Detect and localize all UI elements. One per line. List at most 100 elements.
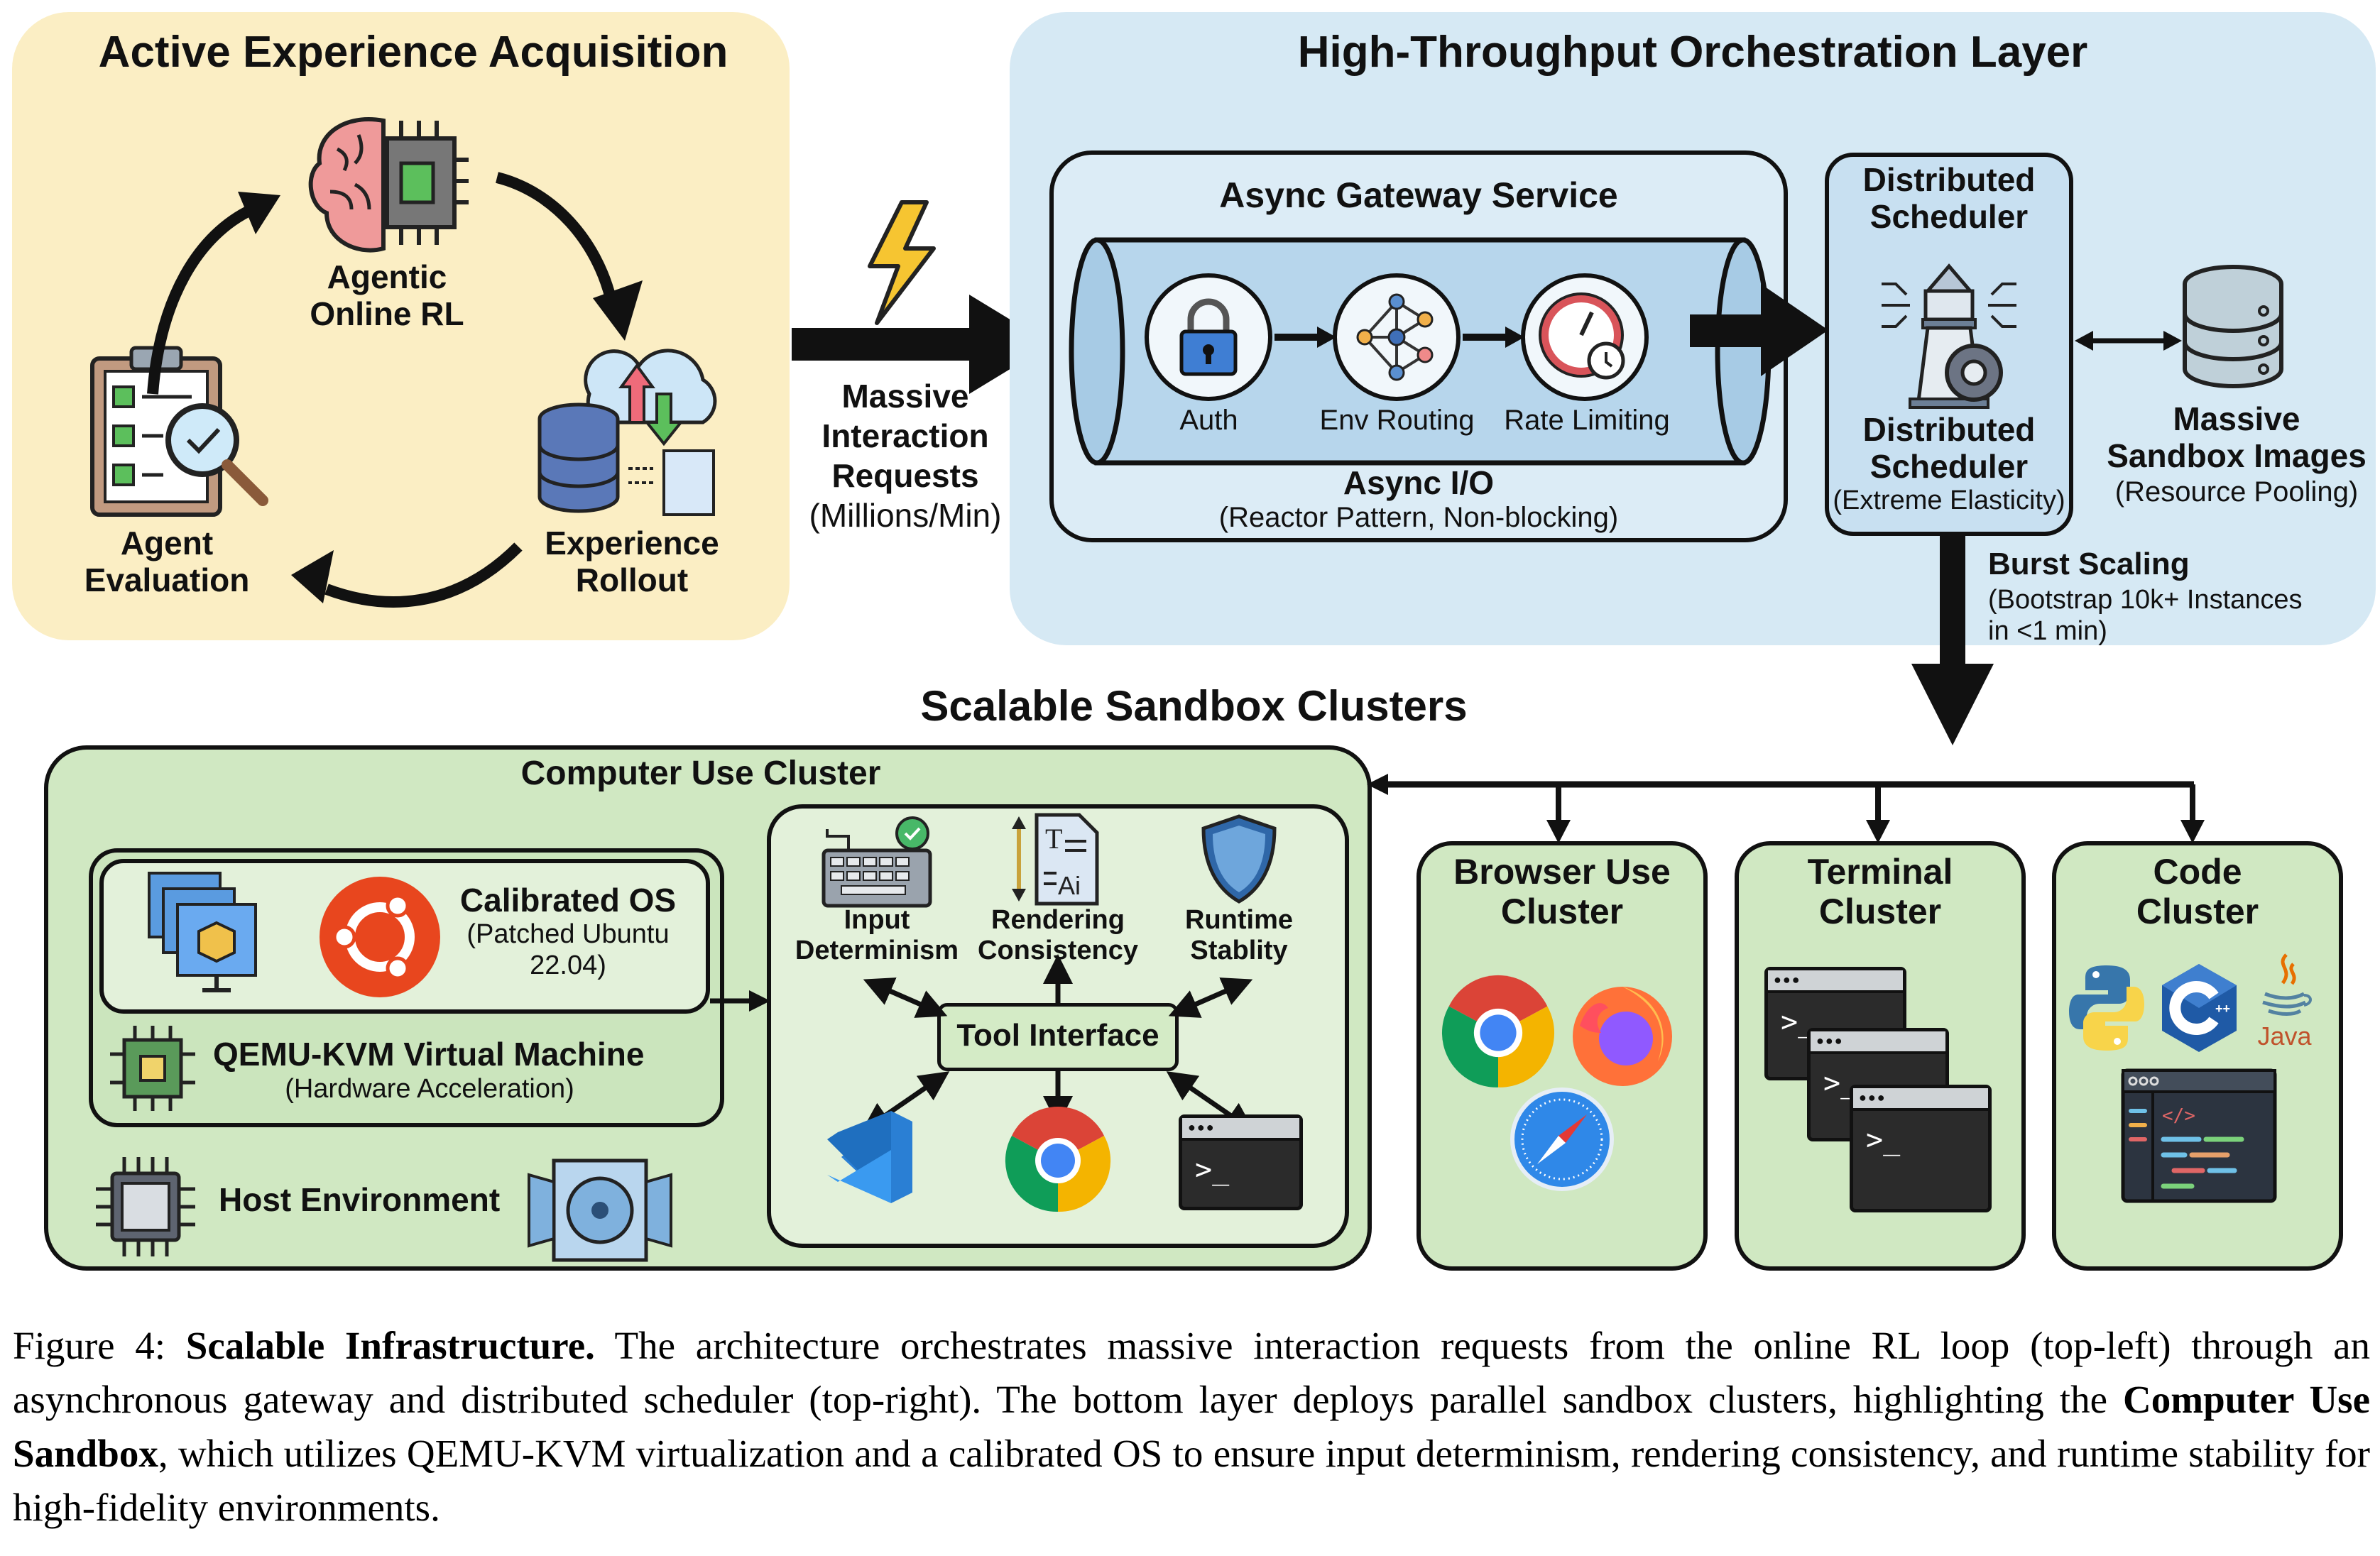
arrow-rl-to-rollout-head xyxy=(593,280,643,341)
prop0-line2: Determinism xyxy=(795,935,959,965)
lightning-icon xyxy=(868,200,936,325)
terminal-prompt: >_ xyxy=(1195,1154,1230,1186)
burst-sub-line1: (Bootstrap 10k+ Instances xyxy=(1988,585,2303,615)
terminal-1-titlebar: ●●● xyxy=(1768,970,1903,993)
arrow-rl-to-rollout xyxy=(496,172,616,300)
scheduler-bottom-label: Distributed Scheduler xyxy=(1825,411,2073,485)
orchestration-title: High-Throughput Orchestration Layer xyxy=(1297,28,2088,77)
requests-sub: (Millions/Min) xyxy=(809,497,1002,534)
agentic-online-rl-label: Agentic Online RL xyxy=(284,258,490,332)
async-gateway-title: Async Gateway Service xyxy=(1219,175,1618,215)
browser-cluster-label: Browser Use Cluster xyxy=(1416,852,1708,931)
scheduler-bottom-line2: Scheduler xyxy=(1869,447,2029,485)
chrome-icon xyxy=(1005,1106,1111,1212)
browser-line1: Browser Use xyxy=(1453,852,1671,892)
terminal-1-dots: ●●● xyxy=(1774,972,1801,987)
active-experience-title: Active Experience Acquisition xyxy=(98,28,728,77)
network-icon xyxy=(1356,293,1434,381)
rendering-consistency-label: Rendering Consistency xyxy=(969,905,1147,965)
evaluation-line2: Evaluation xyxy=(84,561,250,598)
async-io-label: Async I/O xyxy=(1343,464,1495,501)
database-cloud-icon xyxy=(537,349,717,516)
code-cluster-label: Code Cluster xyxy=(2052,852,2343,931)
burst-sub-line2: in <1 min) xyxy=(1988,615,2107,646)
firefox-icon xyxy=(1573,987,1672,1086)
calibrated-os-title: Calibrated OS xyxy=(459,882,677,919)
code-editor-icon: </> xyxy=(2121,1068,2277,1203)
agentic-line2: Online RL xyxy=(310,295,464,332)
scheduler-top-line1: Distributed xyxy=(1862,161,2036,198)
caption-bold-sandbox: Computer Use Sandbox xyxy=(13,1378,2370,1475)
input-determinism-label: Input Determinism xyxy=(788,905,966,965)
images-sub: (Resource Pooling) xyxy=(2114,476,2359,508)
massive-requests-label: Massive Interaction Requests (Millions/M… xyxy=(792,376,1019,535)
terminal-dots: ●●● xyxy=(1188,1120,1216,1134)
burst-scaling-title: Burst Scaling xyxy=(1988,547,2190,581)
prop1-line1: Rendering xyxy=(991,905,1125,935)
svg-text:++: ++ xyxy=(2215,1002,2230,1016)
figure-caption: Figure 4: Scalable Infrastructure. The a… xyxy=(13,1319,2370,1535)
agentic-line1: Agentic xyxy=(327,258,447,295)
tool-interface-label: Tool Interface xyxy=(956,1018,1159,1053)
gauge-icon xyxy=(1539,292,1625,380)
evaluation-line1: Agent xyxy=(120,525,214,561)
auth-step xyxy=(1145,273,1272,401)
calibrated-os-sub: (Patched Ubuntu 22.04) xyxy=(440,919,696,981)
svg-text:Ai: Ai xyxy=(1058,871,1081,900)
async-io-sub: (Reactor Pattern, Non-blocking) xyxy=(1218,502,1619,533)
prop0-line1: Input xyxy=(844,905,910,935)
ubuntu-icon xyxy=(320,877,440,997)
scheduler-bottom-line1: Distributed xyxy=(1862,411,2036,448)
experience-rollout-label: Experience Rollout xyxy=(518,525,746,598)
arrow-eval-to-rl xyxy=(147,204,255,395)
terminal-titlebar: ●●● xyxy=(1182,1118,1299,1141)
auth-label: Auth xyxy=(1179,405,1238,436)
qemu-kvm-title: QEMU-KVM Virtual Machine xyxy=(213,1036,645,1073)
scheduler-top-line2: Scheduler xyxy=(1869,197,2029,235)
terminal-3-dots: ●●● xyxy=(1859,1090,1887,1105)
cycle-arrows xyxy=(147,172,643,608)
os-sub-line1: (Patched Ubuntu xyxy=(466,919,670,949)
safari-icon xyxy=(1510,1087,1614,1191)
keyboard-check-icon xyxy=(821,816,932,908)
gateway-to-scheduler-arrow xyxy=(1690,284,1828,376)
vm-to-tool-arrow xyxy=(710,990,770,1012)
burst-scaling-arrow xyxy=(1911,536,1994,745)
browser-line2: Cluster xyxy=(1500,892,1624,931)
terminal-line2: Cluster xyxy=(1818,892,1942,931)
images-line2: Sandbox Images xyxy=(2107,437,2367,474)
images-line1: Massive xyxy=(2173,400,2300,437)
lighthouse-gear-icon xyxy=(1882,263,2016,409)
browser-chrome-icon xyxy=(1441,975,1555,1087)
qemu-kvm-sub: (Hardware Acceleration) xyxy=(285,1074,574,1104)
svg-text:</>: </> xyxy=(2162,1105,2195,1127)
rate-limiting-step xyxy=(1521,273,1649,401)
tool-interface-box[interactable] xyxy=(937,1003,1179,1071)
terminal-3-prompt: >_ xyxy=(1866,1124,1901,1156)
terminal-cluster-label: Terminal Cluster xyxy=(1735,852,2026,931)
prop2-line2: Stablity xyxy=(1190,935,1288,965)
code-line2: Cluster xyxy=(2136,892,2259,931)
vm-chip-icon xyxy=(110,1026,195,1111)
java-label: Java xyxy=(2257,1021,2312,1051)
step-arrows xyxy=(1274,327,1524,348)
host-environment-title: Host Environment xyxy=(219,1181,501,1218)
lock-icon xyxy=(1179,298,1238,376)
agent-evaluation-label: Agent Evaluation xyxy=(57,525,277,598)
prop2-line1: Runtime xyxy=(1185,905,1293,935)
sandbox-images-label: Massive Sandbox Images xyxy=(2102,400,2371,474)
host-chip-icon xyxy=(96,1157,195,1256)
rollout-line2: Rollout xyxy=(575,561,689,598)
active-experience-panel xyxy=(12,12,790,640)
terminal-2-dots: ●●● xyxy=(1816,1034,1844,1048)
burst-scaling-sub: (Bootstrap 10k+ Instances in <1 min) xyxy=(1988,585,2303,647)
os-sub-line2: 22.04) xyxy=(530,950,606,980)
terminal-icon: ●●● >_ xyxy=(1179,1114,1303,1210)
terminal-line1: Terminal xyxy=(1807,852,1953,892)
scheduler-sub: (Extreme Elasticity) xyxy=(1833,486,2065,515)
rollout-line1: Experience xyxy=(545,525,719,561)
requests-line1: Massive xyxy=(841,378,969,415)
requests-line3: Requests xyxy=(831,457,979,494)
arrow-rollout-to-eval xyxy=(324,542,523,608)
cluster-distribution-arrows xyxy=(1367,774,2205,843)
